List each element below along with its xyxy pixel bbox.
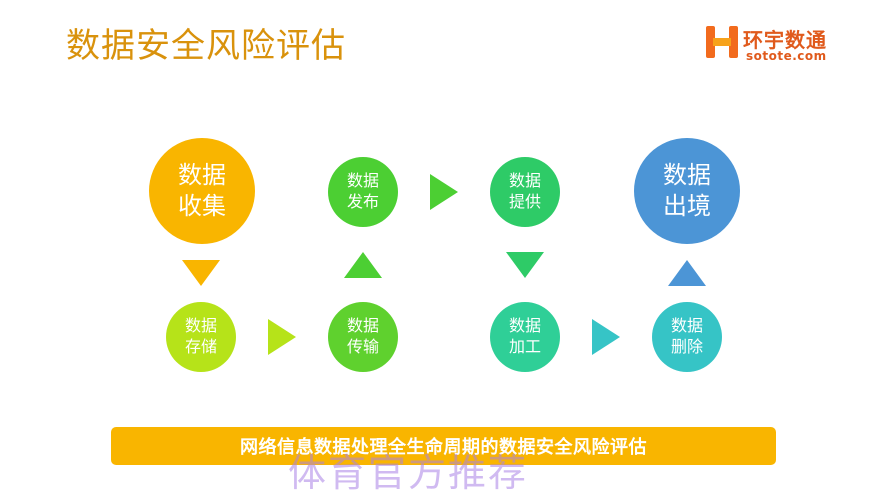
- arrow-right-icon: [268, 319, 296, 355]
- node-data-exit: 数据 出境: [634, 138, 740, 244]
- arrow-down-icon: [506, 252, 544, 278]
- node-data-delete: 数据 删除: [652, 302, 722, 372]
- node-data-transmit: 数据 传输: [328, 302, 398, 372]
- node-data-publish-label: 数据 发布: [346, 171, 379, 211]
- logo-name: 环宇数通: [743, 28, 827, 52]
- watermark-text: 体育官方推荐: [288, 451, 529, 495]
- node-data-process-label: 数据 加工: [508, 316, 541, 356]
- node-data-delete-label: 数据 删除: [670, 316, 703, 356]
- node-data-store: 数据 存储: [166, 302, 236, 372]
- node-data-provide-label: 数据 提供: [508, 171, 541, 211]
- arrow-up-icon: [344, 252, 382, 278]
- node-data-collect: 数据 收集: [149, 138, 255, 244]
- node-data-store-label: 数据 存储: [184, 316, 217, 356]
- node-data-transmit-label: 数据 传输: [346, 316, 379, 356]
- company-logo: 环宇数通 sotote.com: [705, 24, 855, 66]
- node-data-exit-label: 数据 出境: [663, 160, 711, 220]
- logo-h-icon: [706, 26, 738, 58]
- summary-banner: 网络信息数据处理全生命周期的数据安全风险评估: [111, 427, 776, 465]
- node-data-provide: 数据 提供: [490, 157, 560, 227]
- node-data-publish: 数据 发布: [328, 157, 398, 227]
- logo-url: sotote.com: [746, 49, 827, 63]
- node-data-process: 数据 加工: [490, 302, 560, 372]
- node-data-collect-label: 数据 收集: [178, 160, 226, 220]
- arrow-down-icon: [182, 260, 220, 286]
- arrow-up-icon: [668, 260, 706, 286]
- page-title: 数据安全风险评估: [66, 26, 346, 66]
- arrow-right-icon: [430, 174, 458, 210]
- arrow-right-icon: [592, 319, 620, 355]
